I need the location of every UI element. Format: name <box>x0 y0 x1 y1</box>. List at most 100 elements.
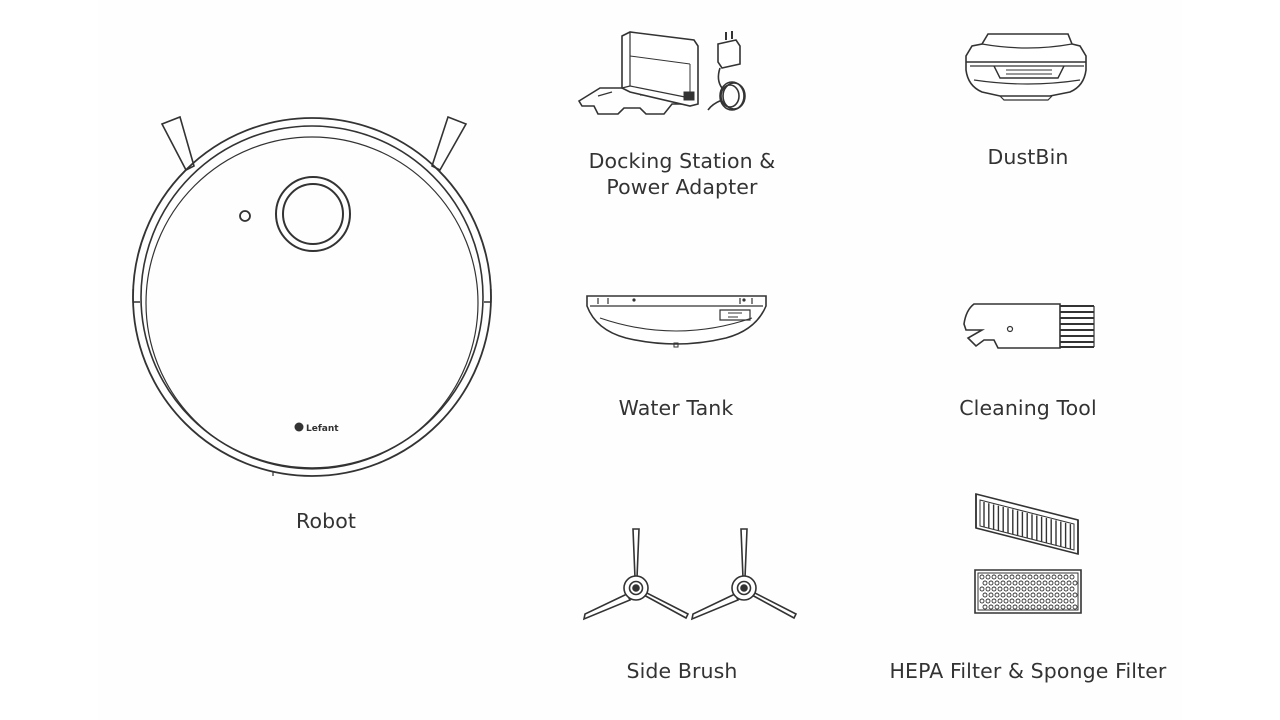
sponge-hole <box>1043 593 1047 597</box>
sponge-hole <box>989 605 993 609</box>
sponge-hole <box>986 587 990 591</box>
dustbin-label: DustBin <box>987 145 1069 169</box>
sponge-hole <box>1067 581 1071 585</box>
robot-logo-icon <box>294 422 304 432</box>
sponge-hole <box>1073 605 1077 609</box>
sponge-hole <box>1016 599 1020 603</box>
sponge-hole <box>1067 605 1071 609</box>
dustbin-illustration <box>962 30 1094 102</box>
side-brush-left <box>584 529 688 619</box>
sponge-hole <box>1010 587 1014 591</box>
sponge-hole <box>1001 581 1005 585</box>
sponge-hole <box>1028 587 1032 591</box>
sponge-hole <box>992 587 996 591</box>
sponge-hole <box>983 605 987 609</box>
sponge-hole <box>1055 581 1059 585</box>
side-brush-label: Side Brush <box>626 659 738 683</box>
water-tank-label: Water Tank <box>618 396 734 420</box>
sponge-hole <box>1067 593 1071 597</box>
hepa-filter-icon <box>976 494 1078 554</box>
sponge-hole <box>1049 593 1053 597</box>
robot-logo-text: Lefant <box>306 424 339 434</box>
water-tank-illustration <box>584 292 768 352</box>
sponge-hole <box>995 581 999 585</box>
sponge-hole <box>1049 581 1053 585</box>
docking-station-illustration <box>576 30 756 120</box>
sponge-hole <box>980 575 984 579</box>
robot-left-brush-arm <box>162 117 194 170</box>
sponge-hole <box>1007 581 1011 585</box>
filters-illustration <box>970 490 1086 616</box>
side-brush-right <box>692 529 796 619</box>
sponge-hole <box>1019 581 1023 585</box>
sponge-hole <box>1073 593 1077 597</box>
sponge-hole <box>1016 587 1020 591</box>
sponge-hole <box>1031 593 1035 597</box>
sponge-hole <box>1043 605 1047 609</box>
sponge-hole <box>1046 575 1050 579</box>
sponge-hole <box>1019 605 1023 609</box>
lidar-cap-outer <box>276 177 350 251</box>
sponge-hole <box>995 605 999 609</box>
sponge-hole <box>1013 593 1017 597</box>
sponge-hole <box>1034 575 1038 579</box>
sponge-hole <box>1031 605 1035 609</box>
sponge-hole <box>992 599 996 603</box>
sponge-hole <box>1028 575 1032 579</box>
sponge-hole <box>1004 587 1008 591</box>
sponge-hole <box>1061 605 1065 609</box>
robot-label: Robot <box>296 509 356 533</box>
sponge-hole <box>1061 581 1065 585</box>
sponge-hole <box>1070 575 1074 579</box>
sponge-hole <box>1058 599 1062 603</box>
robot-illustration: Lefant <box>130 112 500 482</box>
sponge-hole <box>983 593 987 597</box>
sponge-hole <box>1070 587 1074 591</box>
sponge-hole <box>1073 581 1077 585</box>
sponge-hole <box>1025 593 1029 597</box>
sponge-hole <box>989 593 993 597</box>
sponge-hole <box>1049 605 1053 609</box>
sponge-hole <box>1010 575 1014 579</box>
sponge-hole <box>998 575 1002 579</box>
sponge-hole <box>1040 575 1044 579</box>
sponge-hole <box>1064 575 1068 579</box>
sponge-hole <box>1025 605 1029 609</box>
sponge-hole <box>1016 575 1020 579</box>
cleaning-tool-label: Cleaning Tool <box>959 396 1097 420</box>
sponge-hole <box>1013 581 1017 585</box>
sponge-hole <box>1022 575 1026 579</box>
sponge-hole <box>1031 581 1035 585</box>
sponge-hole <box>1004 575 1008 579</box>
sponge-hole <box>1037 593 1041 597</box>
sponge-hole <box>1055 605 1059 609</box>
side-brush-illustration <box>578 524 802 624</box>
sponge-hole <box>980 599 984 603</box>
sponge-hole <box>1001 593 1005 597</box>
sponge-hole <box>1037 605 1041 609</box>
robot-top-cover <box>146 137 478 469</box>
sponge-hole <box>1043 581 1047 585</box>
sponge-hole <box>1025 581 1029 585</box>
sponge-hole <box>1001 605 1005 609</box>
sponge-hole <box>1052 575 1056 579</box>
sponge-hole <box>1046 587 1050 591</box>
sponge-hole <box>1052 587 1056 591</box>
sponge-hole <box>1061 593 1065 597</box>
sponge-hole <box>1010 599 1014 603</box>
docking-label-line2: Power Adapter <box>606 175 758 199</box>
robot-right-brush-arm <box>432 117 466 170</box>
sponge-hole <box>1058 587 1062 591</box>
sponge-filter-icon <box>975 570 1081 613</box>
filters-label: HEPA Filter & Sponge Filter <box>889 659 1167 683</box>
sponge-hole <box>1013 605 1017 609</box>
sponge-hole <box>983 581 987 585</box>
sponge-hole <box>1028 599 1032 603</box>
cleaning-tool-illustration <box>956 300 1098 352</box>
sponge-hole <box>1034 587 1038 591</box>
sponge-hole <box>1040 599 1044 603</box>
sponge-hole <box>992 575 996 579</box>
sponge-hole <box>1058 575 1062 579</box>
sponge-hole <box>1022 599 1026 603</box>
